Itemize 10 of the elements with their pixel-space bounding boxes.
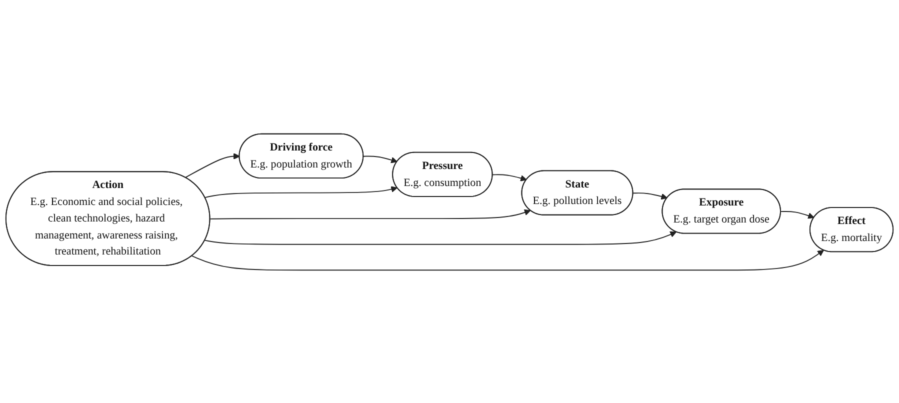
arrow (780, 210, 814, 218)
arrow (204, 186, 398, 198)
arrow (204, 230, 677, 244)
arrow (632, 192, 668, 200)
arrow (192, 249, 824, 270)
arrow (210, 208, 531, 219)
arrow (363, 155, 398, 163)
arrow (492, 174, 527, 181)
flowchart: Driving force E.g. population growth Pressure E.g. consumption State E.g. pollution levels Exposure E.g. target organ dose Effect E.g. mortality Action E.g. Economic and social policies, clean technologies, hazard management, awareness raising, treatment, rehabilitation (0, 128, 899, 276)
arrow (184, 152, 240, 178)
